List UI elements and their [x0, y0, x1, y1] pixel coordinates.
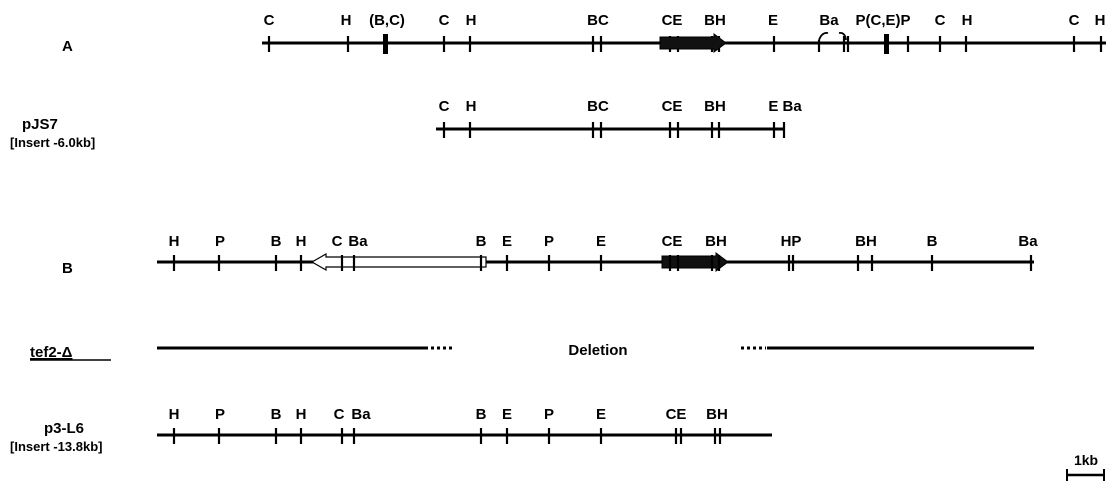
site-label: H	[1095, 12, 1106, 29]
site-label: H	[169, 233, 180, 250]
map-p3l6-ticks	[172, 428, 722, 444]
site-label: P(C,E)P	[855, 12, 910, 29]
site-label: E	[502, 406, 512, 423]
site-label: P	[215, 233, 225, 250]
site-label: B	[476, 233, 487, 250]
map-b-site-labels: H P B H C Ba B E P E CE BH HP BH B Ba	[169, 233, 1039, 250]
site-label: E	[596, 233, 606, 250]
row-label-b: B	[62, 260, 73, 277]
site-label: C	[334, 406, 345, 423]
site-label: Ba	[348, 233, 368, 250]
row-label-p3l6: p3-L6	[44, 420, 84, 437]
site-label: CE	[666, 406, 687, 423]
row-sublabel-pjs7: [Insert -6.0kb]	[10, 135, 95, 150]
map-b: H P B H C Ba B E P E CE BH HP BH B Ba	[157, 233, 1039, 272]
site-label: HP	[781, 233, 802, 250]
site-label: H	[341, 12, 352, 29]
map-p3l6: H P B H C Ba B E P E CE BH	[157, 406, 772, 444]
map-pjs7: C H BC CE BH E Ba	[436, 98, 802, 138]
site-label: C	[1069, 12, 1080, 29]
map-a-site-labels: C H (B,C) C H BC CE BH E Ba P(C,E)P C H …	[264, 12, 1106, 29]
site-label: C	[439, 98, 450, 115]
site-label: H	[466, 98, 477, 115]
site-label: (B,C)	[369, 12, 405, 29]
site-label: C	[264, 12, 275, 29]
site-label: BH	[704, 98, 726, 115]
site-label: E Ba	[768, 98, 802, 115]
site-label: BC	[587, 12, 609, 29]
site-label: BH	[855, 233, 877, 250]
site-label: C	[439, 12, 450, 29]
row-label-a: A	[62, 38, 73, 55]
scale-bar: 1kb	[1066, 452, 1105, 481]
site-label: E	[502, 233, 512, 250]
site-label: Ba	[819, 12, 839, 29]
site-label: E	[768, 12, 778, 29]
site-label: H	[962, 12, 973, 29]
map-p3l6-site-labels: H P B H C Ba B E P E CE BH	[169, 406, 728, 423]
site-label: B	[271, 233, 282, 250]
site-label: Ba	[351, 406, 371, 423]
site-label: H	[466, 12, 477, 29]
site-label: H	[296, 406, 307, 423]
row-label-tef2: tef2-Δ	[30, 344, 73, 361]
site-label: B	[927, 233, 938, 250]
site-label: BH	[706, 406, 728, 423]
site-label: H	[169, 406, 180, 423]
map-tef2-deletion: Deletion	[157, 342, 1034, 359]
row-sublabel-p3l6: [Insert -13.8kb]	[10, 439, 102, 454]
map-b-ticks	[172, 255, 1033, 271]
site-label: CE	[662, 12, 683, 29]
site-label: BC	[587, 98, 609, 115]
site-label: P	[544, 233, 554, 250]
site-label: B	[476, 406, 487, 423]
bracket-left-mark	[818, 31, 829, 41]
deletion-label: Deletion	[568, 342, 627, 359]
site-label: CE	[662, 233, 683, 250]
row-label-pjs7: pJS7	[22, 116, 58, 133]
map-pjs7-site-labels: C H BC CE BH E Ba	[439, 98, 803, 115]
site-label: P	[544, 406, 554, 423]
site-label: H	[296, 233, 307, 250]
tef2-gene-arrow	[310, 252, 487, 272]
site-label: CE	[662, 98, 683, 115]
bracket-right-mark	[838, 31, 847, 41]
site-label: BH	[705, 233, 727, 250]
site-label: C	[935, 12, 946, 29]
site-label: E	[596, 406, 606, 423]
site-label: C	[332, 233, 343, 250]
site-label: P	[215, 406, 225, 423]
site-label: B	[271, 406, 282, 423]
scale-bar-label: 1kb	[1074, 452, 1098, 468]
tef1-gene-arrow-a	[659, 33, 727, 53]
map-pjs7-ticks	[442, 122, 786, 138]
site-label: Ba	[1018, 233, 1038, 250]
map-a: C H (B,C) C H BC CE BH E Ba P(C,E)P C H …	[262, 12, 1106, 54]
site-label: BH	[704, 12, 726, 29]
